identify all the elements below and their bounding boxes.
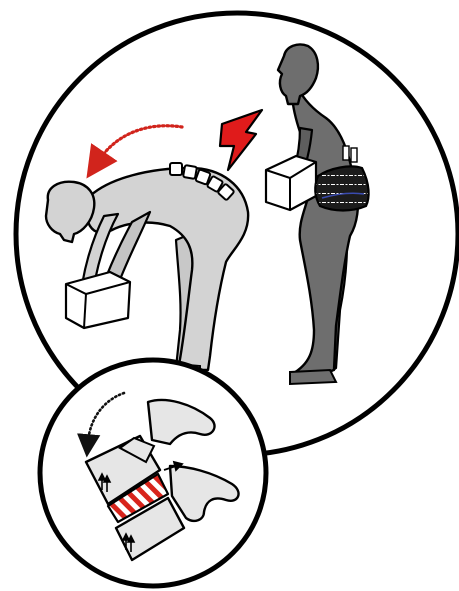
box — [66, 272, 130, 328]
inset-panel — [40, 360, 266, 586]
